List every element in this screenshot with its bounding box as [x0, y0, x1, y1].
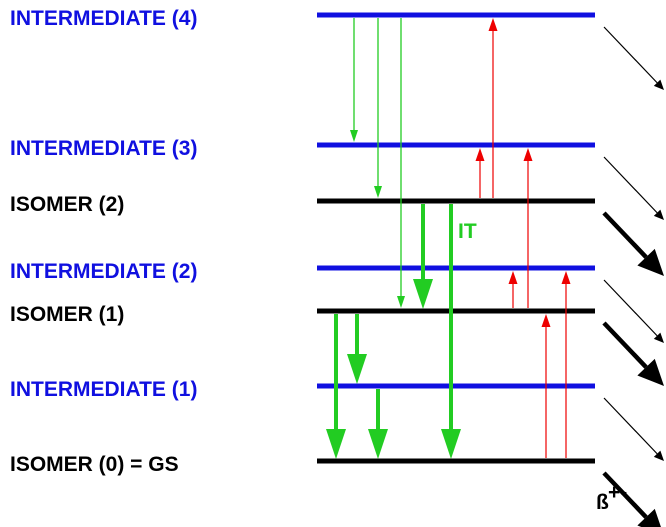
beta-decay-arrow-isomer-1	[602, 321, 664, 386]
beta-decay-arrow-isomer-1-shaft	[602, 321, 648, 369]
red-excitation-arrow-3	[508, 271, 518, 308]
red-excitation-arrow-5-head	[561, 271, 571, 284]
beta-decay-arrow-intermediate-1-head	[653, 450, 664, 461]
level-label-isomer-2: ISOMER (2)	[10, 193, 124, 216]
beta-decay-arrow-intermediate-3-head	[653, 209, 664, 220]
green-thick-arrow-1-head	[441, 429, 461, 459]
beta-label-superscript: +-	[608, 481, 627, 504]
green-thick-arrow-2	[326, 314, 346, 459]
red-excitation-arrow-1-head	[475, 148, 485, 161]
green-thin-arrow-2	[397, 18, 405, 308]
green-thin-arrow-1	[374, 18, 382, 198]
beta-decay-arrow-isomer-1-head	[637, 358, 664, 386]
red-excitation-arrow-2-head	[523, 148, 533, 161]
red-excitation-arrow-5	[561, 271, 571, 458]
green-thick-arrow-2-head	[326, 429, 346, 459]
green-thick-arrow-3-head	[347, 354, 367, 384]
level-label-intermediate-1: INTERMEDIATE (1)	[10, 378, 197, 401]
arrows-layer	[326, 18, 664, 527]
beta-decay-arrow-intermediate-1-shaft	[603, 397, 658, 455]
beta-decay-arrow-intermediate-4	[603, 26, 664, 90]
levels-layer: INTERMEDIATE (4) INTERMEDIATE (3) ISOMER (…	[10, 7, 595, 476]
green-thick-arrow-1	[441, 204, 461, 459]
beta-decay-arrow-isomer-2	[602, 211, 664, 276]
beta-decay-arrow-isomer-2-head	[637, 248, 664, 276]
it-label: IT	[458, 220, 477, 243]
beta-decay-arrow-intermediate-4-head	[653, 79, 664, 90]
level-label-intermediate-2: INTERMEDIATE (2)	[10, 260, 197, 283]
green-thick-arrow-3	[347, 314, 367, 384]
beta-decay-arrow-intermediate-3-shaft	[603, 156, 658, 214]
beta-label-text: ß	[596, 491, 609, 514]
green-thin-arrow-1-head	[374, 186, 382, 198]
beta-decay-arrow-isomer-0-gs-shaft	[602, 471, 648, 519]
green-thin-arrow-0	[350, 18, 358, 142]
red-excitation-arrow-1	[475, 148, 485, 198]
green-thick-arrow-0	[413, 204, 433, 309]
red-excitation-arrow-3-head	[508, 271, 518, 284]
green-thin-arrow-0-head	[350, 130, 358, 142]
green-thick-arrow-0-head	[413, 279, 433, 309]
level-label-isomer-0-gs: ISOMER (0) = GS	[10, 453, 179, 476]
red-excitation-arrow-0-head	[488, 18, 498, 31]
level-label-intermediate-3: INTERMEDIATE (3)	[10, 137, 197, 160]
beta-decay-arrow-intermediate-2-head	[653, 332, 664, 343]
level-label-isomer-1: ISOMER (1)	[10, 303, 124, 326]
beta-decay-arrow-isomer-0-gs	[602, 471, 661, 527]
green-thick-arrow-4	[368, 389, 388, 459]
beta-decay-arrow-intermediate-2	[603, 279, 664, 343]
green-thin-arrow-2-head	[397, 296, 405, 308]
level-label-intermediate-4: INTERMEDIATE (4)	[10, 7, 197, 30]
beta-decay-arrow-isomer-0-gs-head	[637, 508, 661, 527]
beta-decay-arrow-intermediate-4-shaft	[603, 26, 658, 84]
beta-decay-arrow-intermediate-3	[603, 156, 664, 220]
red-excitation-arrow-4-head	[541, 314, 551, 327]
red-excitation-arrow-0	[488, 18, 498, 198]
beta-decay-arrow-isomer-2-shaft	[602, 211, 648, 259]
beta-decay-arrow-intermediate-1	[603, 397, 664, 461]
red-excitation-arrow-4	[541, 314, 551, 458]
red-excitation-arrow-2	[523, 148, 533, 308]
beta-label: ß +-	[596, 481, 627, 514]
beta-decay-arrow-intermediate-2-shaft	[603, 279, 658, 337]
green-thick-arrow-4-head	[368, 429, 388, 459]
